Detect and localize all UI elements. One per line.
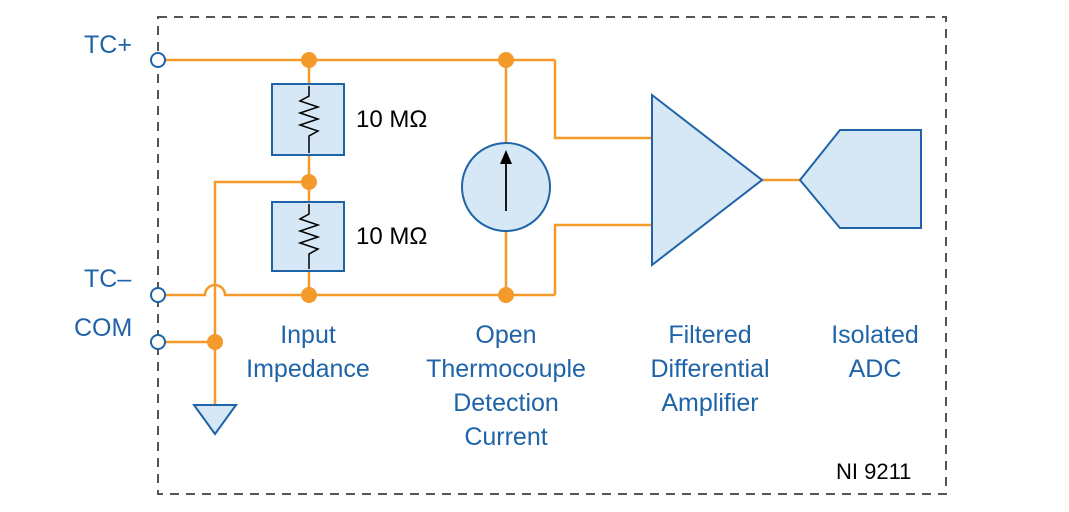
junction-dot (207, 334, 223, 350)
junction-dot (301, 174, 317, 190)
wire-mid-to-com (213, 180, 309, 342)
ground-icon (192, 404, 238, 436)
resistor-bottom-value: 10 MΩ (356, 223, 428, 250)
pin-label-com: COM (74, 314, 133, 342)
junction-dot (498, 52, 514, 68)
resistor-top (271, 83, 345, 156)
current-source-icon (461, 142, 551, 232)
wire-tc-minus-rail (158, 283, 555, 297)
terminal-tc-plus-icon (150, 52, 166, 68)
junction-dot (498, 287, 514, 303)
terminal-com-icon (150, 334, 166, 350)
caption-isolated-adc: Isolated ADC (831, 321, 919, 383)
pin-label-tc-minus: TC– (84, 265, 132, 293)
wire-amp-plus-input (553, 60, 652, 140)
adc-icon (798, 129, 922, 229)
wires (158, 58, 800, 405)
module-boundary (157, 16, 947, 495)
junction-dot (301, 287, 317, 303)
resistor-top-value: 10 MΩ (356, 106, 428, 133)
amplifier-icon (651, 92, 764, 268)
terminal-tc-minus-icon (150, 287, 166, 303)
caption-input-impedance: Input Impedance (246, 321, 370, 383)
caption-open-thermocouple-detection-current: Open Thermocouple Detection Current (426, 321, 586, 451)
pin-label-tc-plus: TC+ (84, 31, 132, 59)
junction-dot (301, 52, 317, 68)
terminals (150, 52, 166, 350)
caption-filtered-differential-amplifier: Filtered Differential Amplifier (650, 321, 770, 417)
wire-amp-minus-input (553, 223, 652, 295)
junctions (207, 52, 514, 350)
resistor-bottom (271, 201, 345, 272)
module-name: NI 9211 (836, 459, 912, 484)
